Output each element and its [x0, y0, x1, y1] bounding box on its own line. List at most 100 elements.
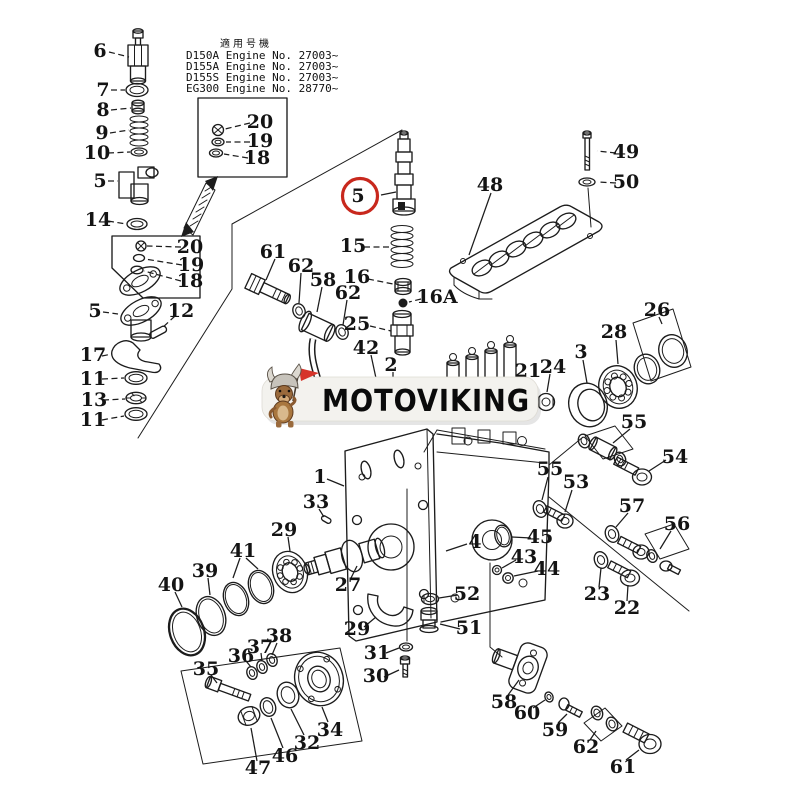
part-30-bolt	[399, 655, 411, 678]
part-5-bracket-fitting	[118, 166, 159, 206]
part-label-36: 36	[228, 645, 254, 668]
part-55-washer	[532, 500, 548, 518]
svg-text:37: 37	[247, 636, 273, 658]
svg-text:28: 28	[601, 321, 627, 343]
part-58-flange-fitting	[491, 642, 548, 694]
part-41-ring-set	[222, 569, 275, 617]
part-label-18: 18	[223, 147, 270, 169]
part-label-19: 19	[144, 254, 204, 276]
svg-text:20: 20	[247, 111, 273, 133]
part-45-oring	[494, 524, 512, 548]
svg-text:1: 1	[313, 466, 326, 488]
svg-text:41: 41	[230, 540, 256, 562]
svg-text:46: 46	[272, 745, 298, 767]
svg-text:11: 11	[80, 409, 106, 431]
part-26-seal-set	[632, 308, 692, 385]
part-49-bolt	[582, 130, 592, 171]
part-label-29: 29	[344, 616, 377, 640]
part-16-delivery-valve	[394, 277, 412, 296]
svg-text:26: 26	[644, 299, 670, 321]
group-box-upper	[197, 97, 288, 178]
svg-text:2: 2	[384, 354, 397, 376]
part-8-fitting	[131, 99, 145, 115]
svg-text:19: 19	[178, 254, 204, 276]
svg-text:14: 14	[85, 209, 111, 231]
part-62-washer	[292, 302, 306, 320]
part-label-48: 48	[468, 174, 503, 256]
svg-text:58: 58	[310, 269, 336, 291]
svg-text:30: 30	[363, 665, 389, 687]
part-15-spring	[390, 225, 414, 268]
part-label-35: 35	[193, 658, 219, 684]
part-13-lock-washer	[125, 391, 147, 405]
svg-text:56: 56	[664, 513, 690, 535]
part-label-6: 6	[93, 40, 130, 62]
svg-text:39: 39	[192, 560, 218, 582]
svg-text:36: 36	[228, 645, 254, 667]
svg-text:25: 25	[344, 313, 370, 335]
part-label-37: 37	[247, 636, 273, 662]
part-label-4: 4	[445, 531, 482, 553]
svg-text:58: 58	[491, 691, 517, 713]
svg-text:6: 6	[93, 40, 106, 62]
part-22-bolt	[607, 560, 641, 587]
group-box-flange	[180, 647, 363, 765]
part-14-washer	[126, 217, 148, 231]
svg-text:50: 50	[613, 171, 639, 193]
svg-text:60: 60	[514, 702, 540, 724]
part-label-17: 17	[80, 344, 113, 366]
part-label-45: 45	[511, 526, 553, 548]
part-label-39: 39	[192, 560, 218, 596]
part-label-38: 38	[266, 625, 292, 656]
part-label-10: 10	[84, 142, 131, 164]
svg-text:16: 16	[344, 266, 370, 288]
part-53-bolt	[543, 505, 574, 529]
mascot-flag	[299, 368, 319, 381]
part-34-bearing-flange	[293, 651, 345, 707]
part-23-washer	[593, 551, 609, 569]
part-9-spring	[129, 115, 149, 147]
svg-text:15: 15	[340, 235, 366, 257]
svg-text:31: 31	[364, 642, 390, 664]
part-44-nut	[502, 572, 514, 584]
part-50-washer	[578, 177, 596, 187]
svg-text:4: 4	[468, 531, 481, 553]
part-label-25: 25	[344, 313, 392, 335]
part-57-washer	[604, 525, 620, 543]
part-27-camshaft	[303, 537, 386, 576]
watermark-text: MOTOVIKING	[322, 384, 530, 419]
svg-text:62: 62	[573, 736, 599, 758]
part-label-32: 32	[290, 708, 320, 754]
svg-text:19: 19	[247, 130, 273, 152]
svg-text:11: 11	[80, 368, 106, 390]
svg-text:33: 33	[303, 491, 329, 513]
part-label-54: 54	[648, 446, 688, 472]
part-label-34: 34	[317, 706, 343, 741]
svg-text:57: 57	[619, 495, 645, 517]
part-label-19: 19	[226, 130, 273, 152]
part-40-oring	[167, 607, 207, 657]
svg-text:5: 5	[93, 170, 106, 192]
engine-table-header: 適用号機	[220, 37, 272, 50]
svg-text:29: 29	[271, 519, 297, 541]
svg-text:20: 20	[177, 236, 203, 258]
part-label-41: 41	[230, 540, 259, 579]
svg-text:55: 55	[537, 458, 563, 480]
part-label-61: 61	[260, 241, 286, 281]
part-label-31: 31	[364, 642, 400, 664]
part-label-18: 18	[143, 270, 203, 292]
svg-text:45: 45	[527, 526, 553, 548]
part-25-valve-holder	[390, 309, 414, 356]
part-54-bolt	[613, 456, 653, 486]
part-label-28: 28	[601, 321, 627, 365]
part-61-banjo-bolt	[244, 272, 291, 305]
svg-text:62: 62	[335, 282, 361, 304]
part-label-5: 5	[88, 300, 119, 322]
part-label-44: 44	[513, 558, 560, 580]
part-label-58: 58	[310, 269, 336, 313]
svg-text:52: 52	[454, 583, 480, 605]
svg-text:34: 34	[317, 719, 343, 741]
svg-text:13: 13	[81, 389, 107, 411]
part-11-oring	[124, 407, 148, 421]
